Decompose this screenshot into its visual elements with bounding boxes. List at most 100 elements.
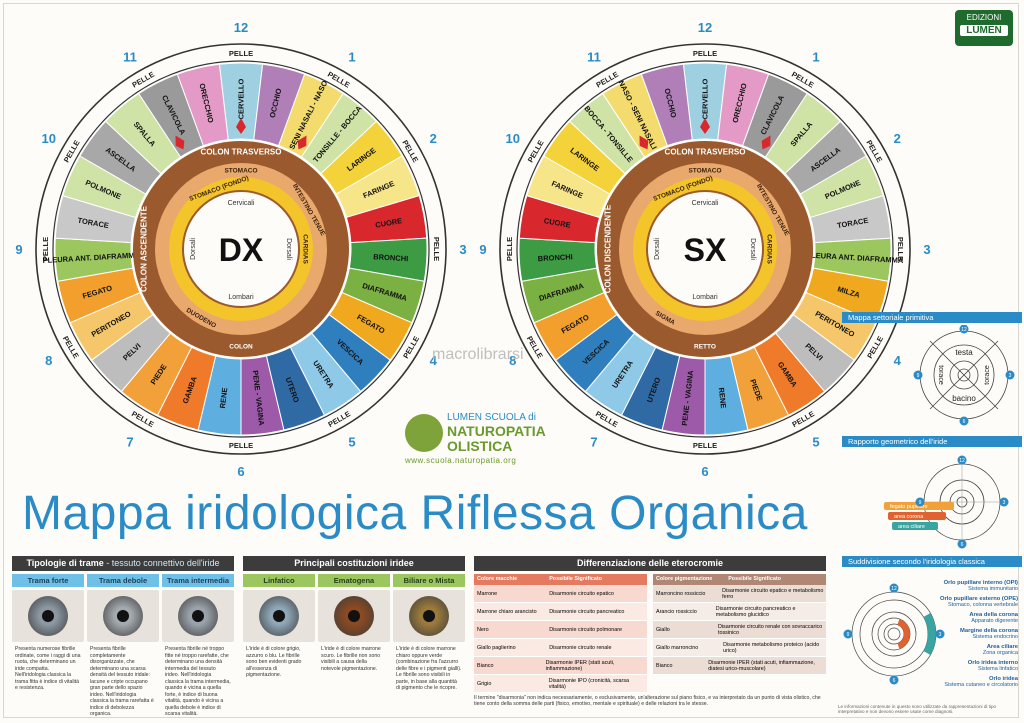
table-row: Arancio rossiccio Disarmonie circuito pan… [653,603,826,621]
clock-1: 1 [348,50,355,65]
column-head: Biliare o Mista [393,574,465,587]
sudd-legend-head: Orlo iridea [989,676,1018,682]
clock-12: 12 [234,20,248,35]
panel-costituzioni-title: Principali costituzioni iridee [243,556,465,571]
table-cell: Disarmonie IPO (cronicità, scarsa vitali… [548,677,630,690]
ring-label: CARDIAS [766,234,773,264]
table-cell: Giallo paglierino [477,644,516,651]
column-head: Linfatico [243,574,315,587]
sector-label: CERVELLO [701,78,710,119]
pupil [348,610,360,622]
ring-label: COLON TRASVERSO [201,148,282,157]
inner-label-bottom: Lombari [228,294,254,301]
skin-label: PELLE [693,49,717,58]
sector [640,63,693,147]
table-cell: Arancio rossiccio [656,608,697,615]
num-badge [889,675,899,685]
table-cell: Disarmonie circuito epatico e metabolism… [722,587,824,600]
clock-6: 6 [701,464,708,479]
num-badge [915,497,925,507]
clock-9: 9 [479,242,486,257]
poster-frame [3,3,1019,718]
publisher-logo: EDIZIONI LUMEN [955,10,1013,46]
sector-label: RENE [218,387,229,409]
reflex-marker [297,135,307,150]
center-label: DX [219,232,264,268]
reflex-marker [700,118,710,134]
sudd-circle [883,623,905,645]
tree-icon [405,414,443,452]
num-badge [957,539,967,549]
pupil [42,610,54,622]
sudd-circle [871,611,917,657]
school-line2: NATUROPATIA [447,423,546,439]
pupil [423,610,435,622]
rapporto-band [892,522,938,530]
table-cell: Giallo marroncino [656,644,699,651]
table-cell: Disarmonie circuito polmonare [549,626,622,633]
sudd-circle [859,599,929,669]
publisher-top: EDIZIONI [966,13,1002,22]
sudd-legend-head: Orlo iridea interno [967,660,1018,666]
school-logo: LUMEN SCUOLA di NATUROPATIA OLISTICA www… [405,412,565,468]
ring-label: STOMACO [688,168,721,175]
sudd-legend-item: Orlo pupillare interno (OPI)Sistema immu… [928,580,1018,592]
sudd-legend-head: Orlo pupillare esterno (OPE) [940,596,1018,602]
panel-eterocromie-title: Differenziazione delle eterocromie [474,556,826,571]
panel-trame-title-text: Tipologie di trame [26,558,104,568]
table-cell: Disarmonie circuito renale [549,644,612,651]
num-badge [959,325,969,334]
column-text: Presenta fibrille completamente disorgan… [90,646,154,717]
eye-photo [393,590,465,642]
column-text: L'iride è di colore marrone chiaro oppur… [396,646,462,691]
sudd-legend-desc: Stomaco, colonna vertebrale [947,602,1018,609]
reflex-marker [639,135,649,150]
sudd-legend-desc: Sistema linfatico [977,666,1018,673]
rapporto-label: fegato pupillare [890,504,928,510]
mappa-settoriale-title: Mappa settoriale primitiva [842,312,1022,323]
column-head: Ematogena [318,574,390,587]
pupil [192,610,204,622]
clock-2: 2 [894,131,901,146]
inner-label-top: Cervicali [692,200,719,207]
eterocromie-note: Il termine "disarmonia" non indica neces… [474,695,821,707]
corner-note: Le informazioni contenute in questo sono… [838,704,997,715]
clock-4: 4 [894,353,902,368]
pupil-area [646,190,764,308]
sector-label: BRONCHI [373,252,408,263]
column-text: L'iride è di colore grigio, azzurro o bl… [246,646,302,678]
panel-eterocromie: Differenziazione delle eterocromie Color… [474,556,826,716]
sudd-legend-head: Orlo pupillare interno (OPI) [943,580,1018,586]
table-cell: Disarmonie IPER (stati acuti, infiammazi… [545,659,615,672]
skin-label: PELLE [505,237,514,261]
sector-circle [949,360,979,390]
column-head: Trama debole [87,574,159,587]
table-cell: Disarmonie circuito pancreatico e metabo… [715,605,796,618]
sudd-legend-head: Margine della corona [960,628,1018,634]
table-cell: Marroncino rossiccio [656,590,706,597]
num-badge-text: 9 [917,373,920,379]
sudd-arc [923,613,936,655]
num-badge-text: 12 [959,458,965,464]
inner-label-left: Dorsali [190,238,197,260]
skin-label: PELLE [693,441,717,450]
skin-label: PELLE [896,237,905,261]
clock-11: 11 [587,50,601,65]
skin-label: PELLE [432,237,441,261]
inner-label-left: Dorsali [654,238,661,260]
table-header-cell: Possibile Significato [728,576,781,582]
skin-ring [52,60,430,438]
clock-4: 4 [430,353,438,368]
